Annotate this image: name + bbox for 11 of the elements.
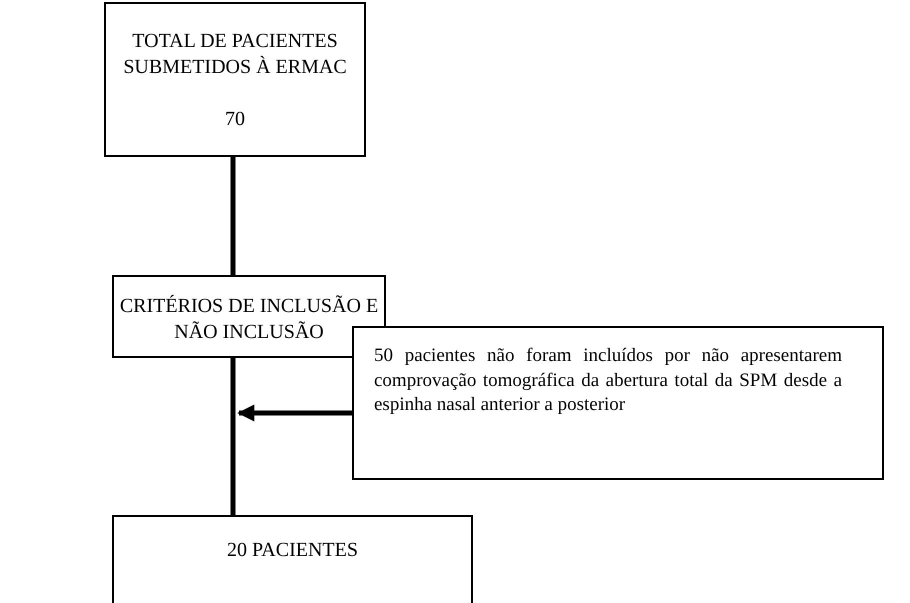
box-text: 70 (225, 107, 245, 132)
arrow (237, 404, 352, 422)
process-box (112, 515, 473, 603)
connector-line (230, 157, 236, 275)
connector-line (230, 358, 236, 515)
box-text: 20 PACIENTES (227, 538, 358, 563)
box-text: CRITÉRIOS DE INCLUSÃO E NÃO INCLUSÃO (118, 294, 380, 345)
box-text: TOTAL DE PACIENTES SUBMETIDOS À ERMAC (122, 29, 348, 80)
process-box (104, 2, 366, 157)
note-text: 50 pacientes não foram incluídos por não apresentarem comprovação tomográfica da abertura total da SPM desde a espinha nasal anterior a posterior (374, 344, 842, 418)
note-box (352, 326, 884, 480)
